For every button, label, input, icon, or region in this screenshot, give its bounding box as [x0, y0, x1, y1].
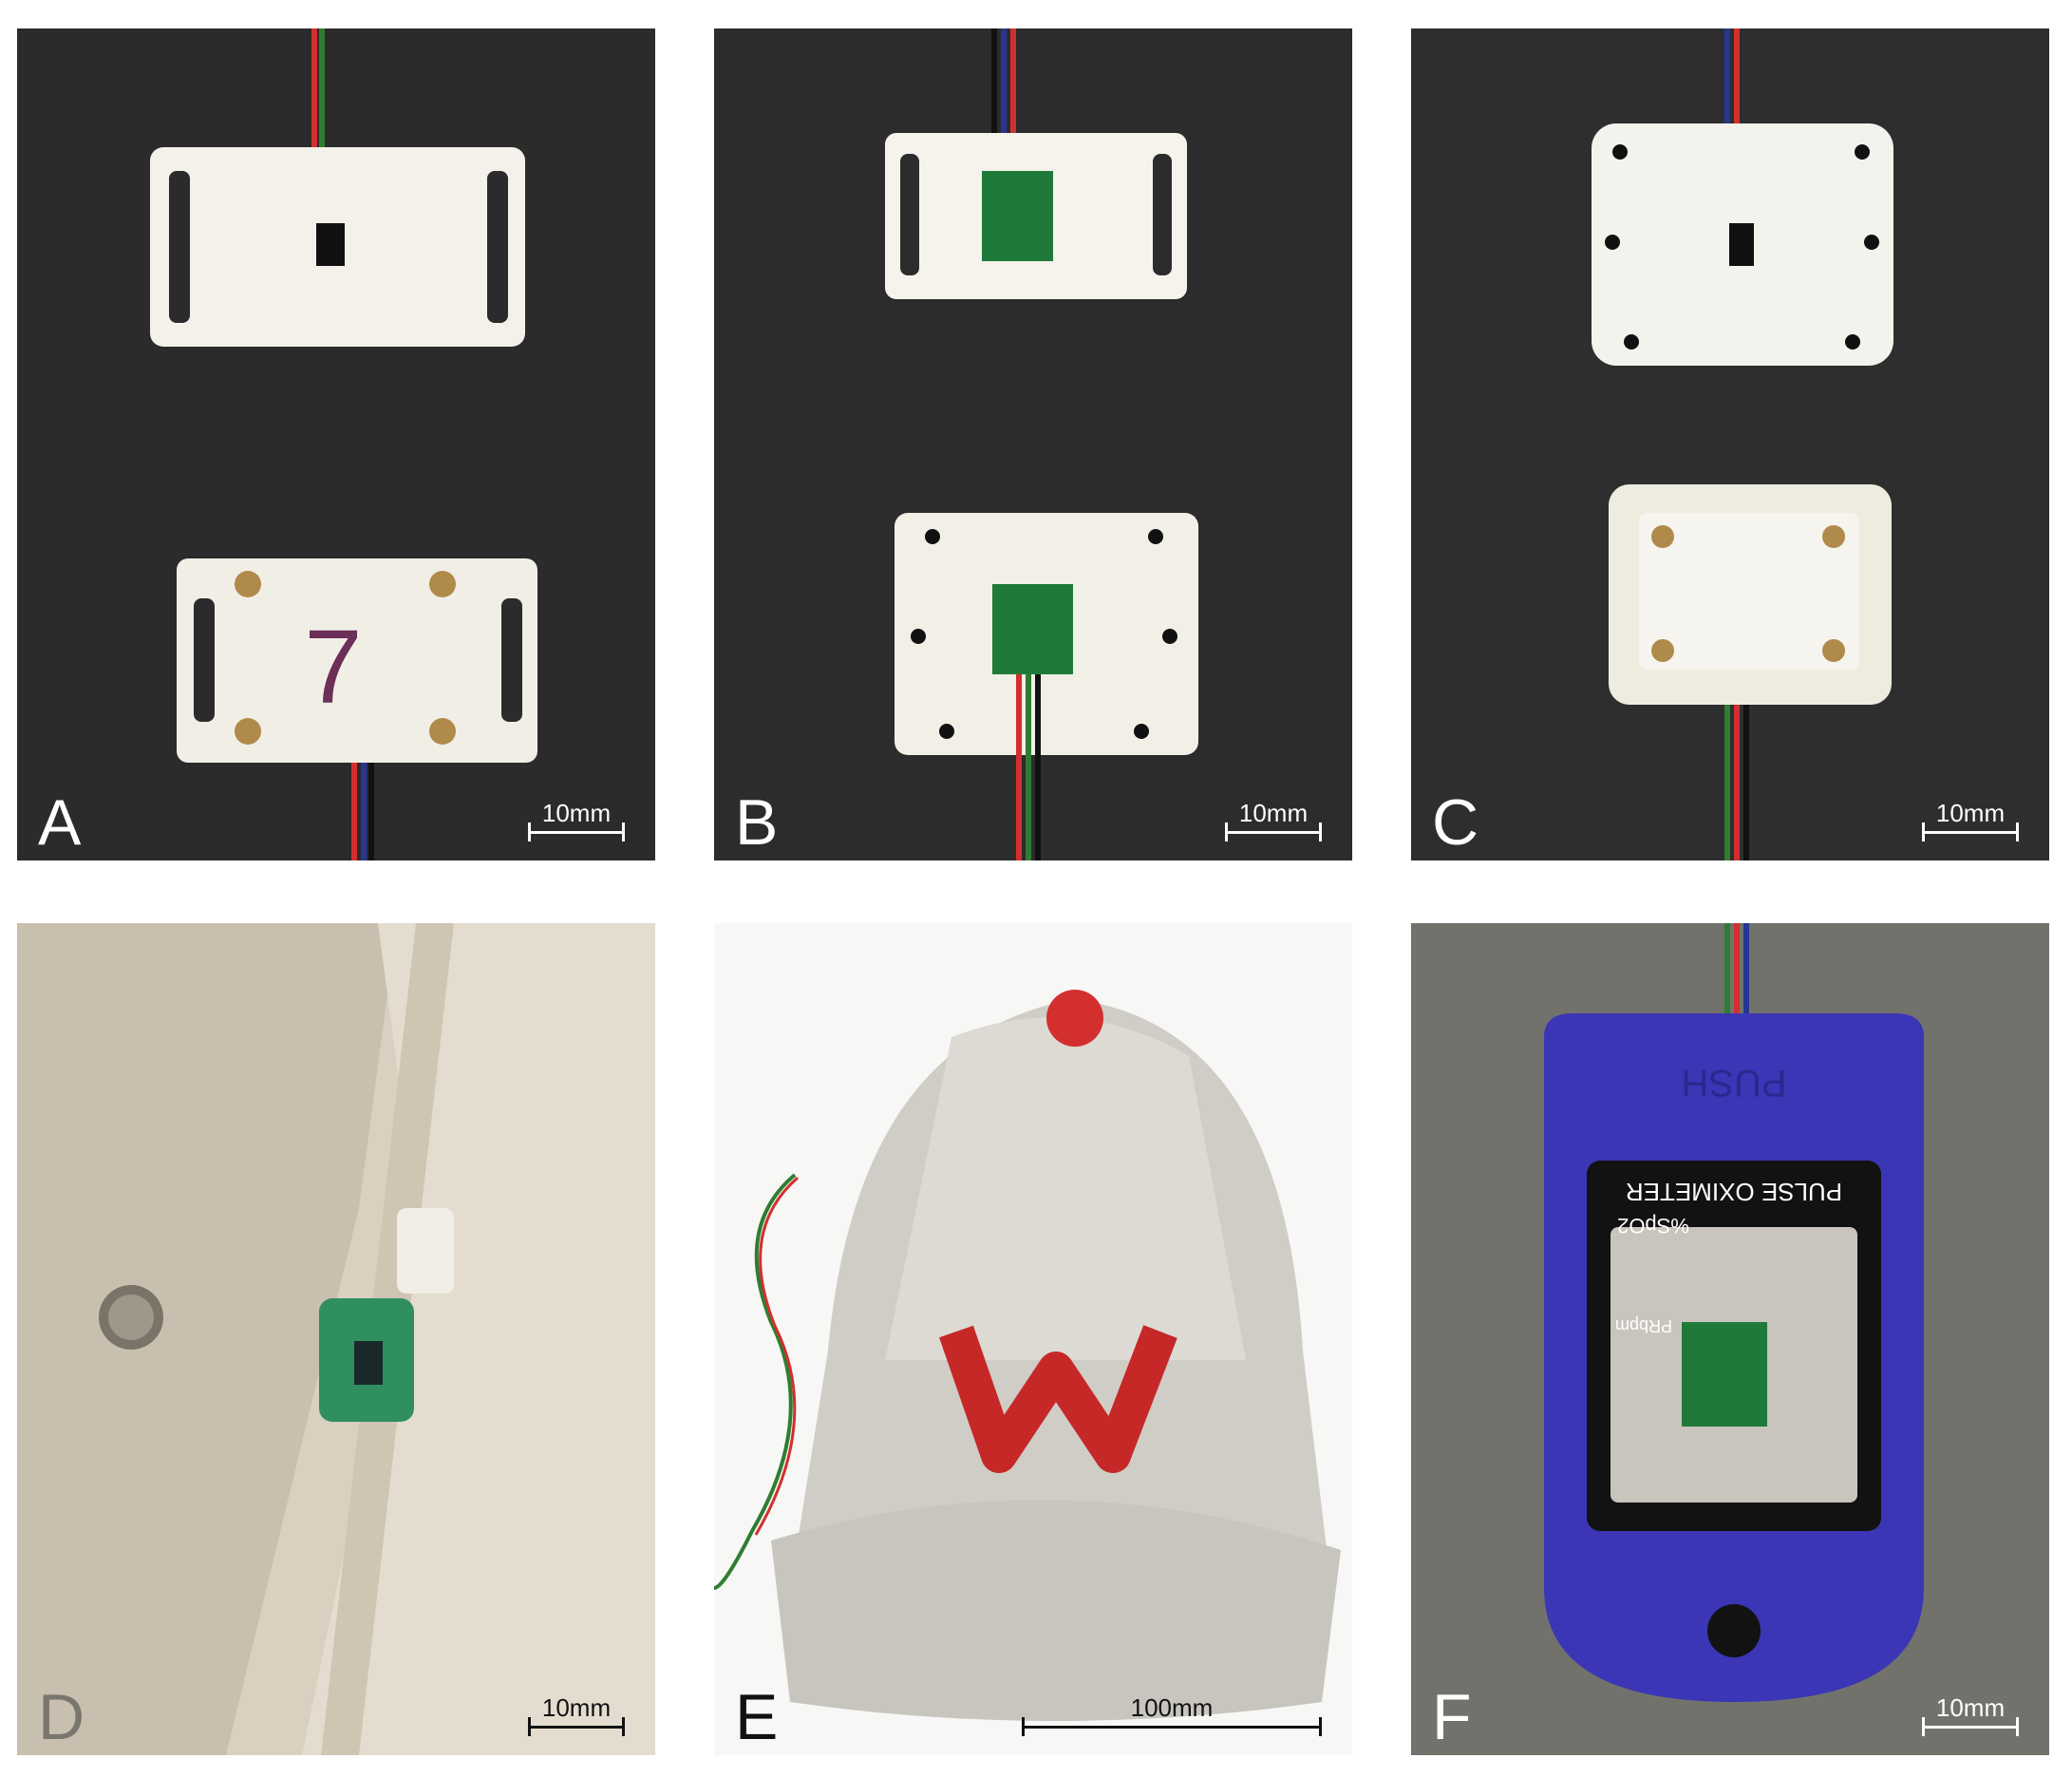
device-spo2-text: %SpO2: [1617, 1214, 1689, 1238]
panel-c-scale-line: [1922, 822, 2019, 841]
panel-c-photo: [1411, 28, 2049, 860]
panel-b: B 10mm: [714, 28, 1352, 860]
device-prbpm-text: PRbpm: [1615, 1316, 1672, 1335]
device-push-text: PUSH: [1681, 1062, 1786, 1104]
panel-e: E 100mm: [714, 923, 1352, 1755]
panel-b-scale-bar: 10mm: [1225, 799, 1322, 841]
panel-e-scale-line: [1022, 1717, 1322, 1736]
panel-a-scale-bar: 10mm: [528, 799, 625, 841]
panel-f: PUSH PULSE OXIMETER %SpO2 PRbpm F 10mm: [1411, 923, 2049, 1755]
panel-e-scale-label: 100mm: [1130, 1693, 1214, 1722]
panel-d-scale-label: 10mm: [541, 1693, 612, 1722]
panel-b-letter: B: [735, 786, 779, 859]
panel-f-letter: F: [1432, 1681, 1472, 1753]
panel-f-photo: PUSH PULSE OXIMETER %SpO2 PRbpm: [1411, 923, 2049, 1755]
panel-d: D 10mm: [17, 923, 655, 1755]
panel-e-scale-bar: 100mm: [1022, 1693, 1322, 1736]
device-title-text: PULSE OXIMETER: [1626, 1178, 1842, 1206]
panel-c: C 10mm: [1411, 28, 2049, 860]
panel-b-scale-line: [1225, 822, 1322, 841]
panel-d-scale-line: [528, 1717, 625, 1736]
panel-f-scale-line: [1922, 1717, 2019, 1736]
panel-e-photo: [714, 923, 1352, 1755]
panel-b-photo: [714, 28, 1352, 860]
panel-a-photo: 7: [17, 28, 655, 860]
panel-a: 7 A 10mm: [17, 28, 655, 860]
panel-d-scale-bar: 10mm: [528, 1693, 625, 1736]
panel-a-scale-line: [528, 822, 625, 841]
panel-c-scale-bar: 10mm: [1922, 799, 2019, 841]
panel-c-letter: C: [1432, 786, 1479, 859]
panel-a-scale-label: 10mm: [541, 799, 612, 827]
panel-a-marking: 7: [304, 609, 362, 726]
panel-b-scale-label: 10mm: [1238, 799, 1309, 827]
panel-e-letter: E: [735, 1681, 779, 1753]
panel-d-photo: [17, 923, 655, 1755]
panel-a-letter: A: [38, 786, 82, 859]
panel-c-scale-label: 10mm: [1935, 799, 2006, 827]
panel-f-scale-label: 10mm: [1935, 1693, 2006, 1722]
panel-f-scale-bar: 10mm: [1922, 1693, 2019, 1736]
panel-d-letter: D: [38, 1681, 85, 1753]
